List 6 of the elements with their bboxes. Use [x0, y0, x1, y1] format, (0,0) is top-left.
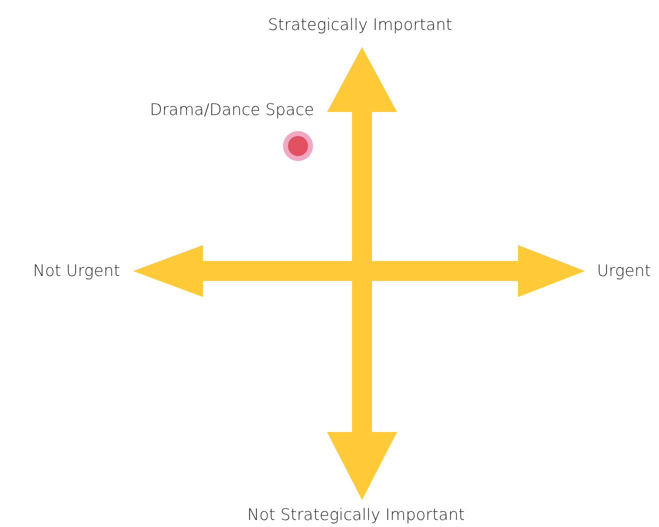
axis-label: Urgent [597, 261, 651, 281]
axis-label: Not Strategically Important [247, 505, 465, 525]
point-label: Drama/Dance Space [150, 100, 314, 120]
axis-label: Not Urgent [33, 261, 120, 281]
data-point-marker [283, 131, 313, 161]
axis-label: Strategically Important [268, 15, 452, 35]
